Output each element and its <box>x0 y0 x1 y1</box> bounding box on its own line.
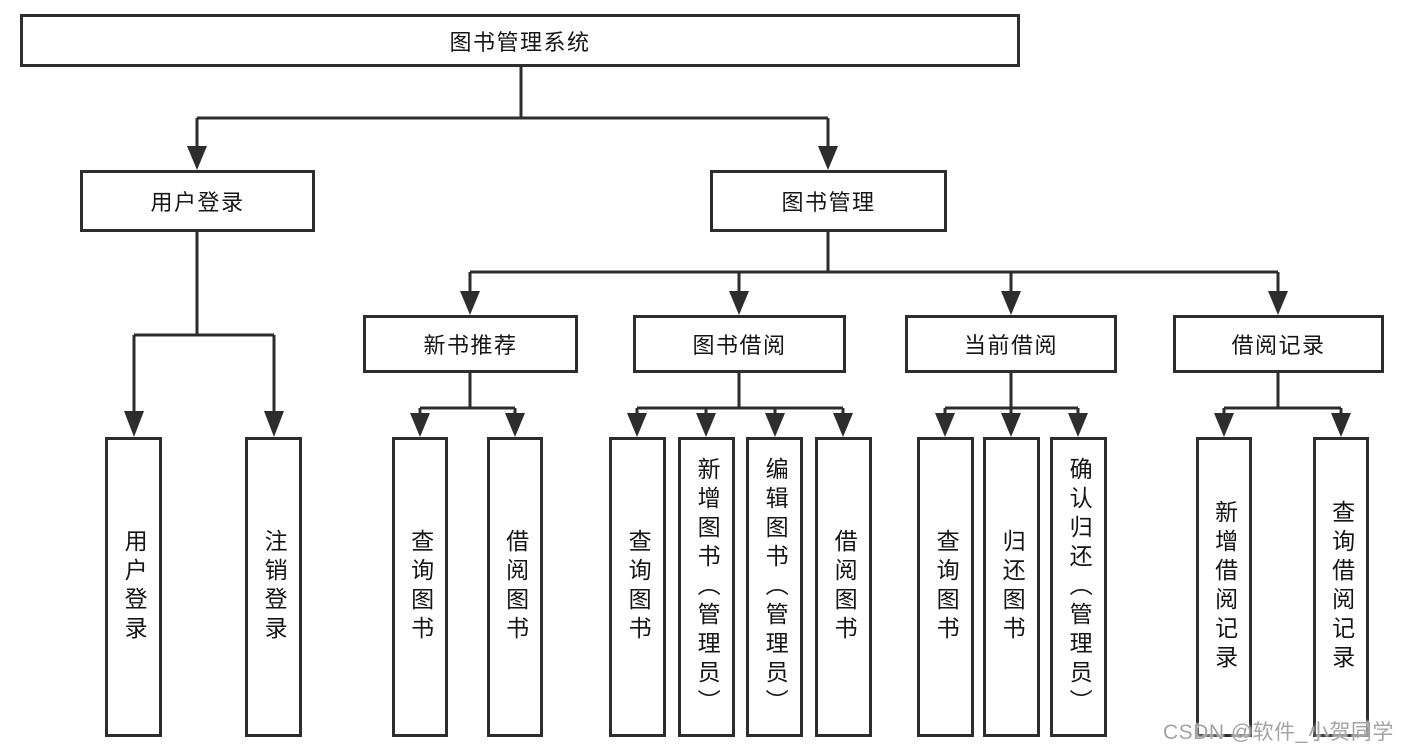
arrowhead <box>1214 413 1234 437</box>
node-label: 查询图书 <box>625 529 652 645</box>
arrowhead <box>124 411 144 437</box>
arrowhead <box>1331 413 1351 437</box>
arrowheads <box>124 146 1351 437</box>
node-user-login-branch: 用户登录 <box>80 170 315 232</box>
node-query-books-borrowing: 查询图书 <box>609 437 666 737</box>
node-return-books: 归还图书 <box>983 437 1040 737</box>
connector-newrec-to-leaves <box>418 373 517 415</box>
connector-root-to-level2 <box>195 67 830 148</box>
node-query-books-recommend: 查询图书 <box>392 437 448 737</box>
node-query-books-current: 查询图书 <box>917 437 974 737</box>
node-label: 新增图书（管理员） <box>694 456 721 718</box>
node-label: 图书借阅 <box>692 333 787 358</box>
node-borrow-books-recommend: 借阅图书 <box>487 437 543 737</box>
node-label: 注销登录 <box>261 529 288 645</box>
node-current-borrowing: 当前借阅 <box>905 315 1117 373</box>
arrowhead <box>1001 291 1021 315</box>
csdn-watermark: CSDN @软件_小贺同学 <box>1163 721 1394 744</box>
arrowhead <box>1001 413 1021 437</box>
node-confirm-return-admin: 确认归还（管理员） <box>1050 437 1107 737</box>
node-book-management-branch: 图书管理 <box>710 170 947 232</box>
node-label: 查询图书 <box>933 529 960 645</box>
node-label: 借阅图书 <box>831 529 858 645</box>
arrowhead <box>696 413 716 437</box>
node-label: 新增借阅记录 <box>1211 500 1238 674</box>
node-label: 归还图书 <box>999 529 1026 645</box>
node-edit-books-admin: 编辑图书（管理员） <box>746 437 803 737</box>
arrowhead <box>264 411 284 437</box>
node-label: 用户登录 <box>150 190 245 215</box>
node-label: 确认归还（管理员） <box>1066 456 1093 718</box>
node-label: 查询借阅记录 <box>1328 500 1355 674</box>
arrowhead <box>627 413 647 437</box>
node-label: 借阅图书 <box>502 529 529 645</box>
node-new-book-recommend: 新书推荐 <box>363 315 578 373</box>
node-label: 新书推荐 <box>423 333 518 358</box>
connector-bookborrow-to-leaves <box>635 373 845 415</box>
node-add-borrow-record: 新增借阅记录 <box>1196 437 1252 737</box>
node-add-books-admin: 新增图书（管理员） <box>678 437 735 737</box>
node-logout: 注销登录 <box>245 437 302 737</box>
node-label: 图书管理系统 <box>449 29 591 55</box>
arrowhead <box>818 146 838 170</box>
arrowhead <box>410 413 430 437</box>
connector-current-to-leaves <box>943 373 1080 415</box>
node-book-borrowing: 图书借阅 <box>633 315 846 373</box>
arrowhead <box>729 291 749 315</box>
connector-bookmgmt-to-level3 <box>468 232 1280 293</box>
node-label: 图书管理 <box>781 190 876 215</box>
connector-records-to-leaves <box>1222 373 1343 415</box>
node-label: 查询图书 <box>407 529 434 645</box>
node-root: 图书管理系统 <box>20 14 1020 67</box>
arrowhead <box>505 413 525 437</box>
node-borrow-books-borrowing: 借阅图书 <box>815 437 872 737</box>
node-label: 当前借阅 <box>963 333 1058 358</box>
node-user-login: 用户登录 <box>105 437 162 737</box>
arrowhead <box>1068 413 1088 437</box>
node-query-borrow-record: 查询借阅记录 <box>1313 437 1369 737</box>
node-label: 编辑图书（管理员） <box>762 456 789 718</box>
arrowhead <box>1268 291 1288 315</box>
arrowhead <box>765 413 785 437</box>
connector-userlogin-to-leaves <box>132 232 276 413</box>
node-borrowing-records: 借阅记录 <box>1173 315 1384 373</box>
arrowhead <box>460 291 480 315</box>
node-label: 借阅记录 <box>1231 333 1326 358</box>
arrowhead <box>935 413 955 437</box>
arrowhead <box>833 413 853 437</box>
node-label: 用户登录 <box>121 529 148 645</box>
arrowhead <box>187 146 207 170</box>
